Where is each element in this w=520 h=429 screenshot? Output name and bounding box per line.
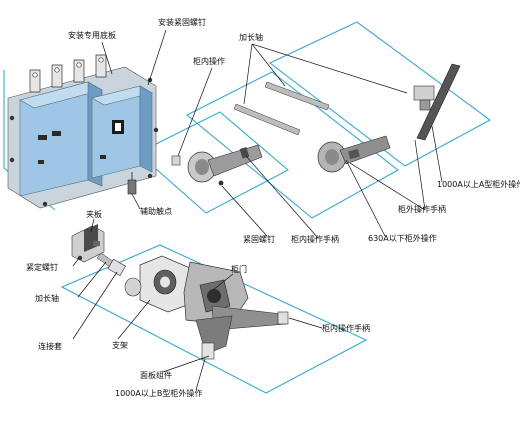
- label-fastening-screw: 紧固螺钉: [243, 234, 275, 244]
- leader-lines: [72, 29, 443, 391]
- label-cabinet-door: 柜门: [231, 264, 247, 274]
- in-cabinet-handle-middle: [171, 144, 263, 186]
- panel-1000a-a-type: [268, 21, 492, 167]
- label-in-cabinet-op-top: 柜内操作: [193, 56, 225, 66]
- label-mounting-screw: 安装紧固螺钉: [158, 17, 206, 27]
- label-extension-shaft-left: 加长轴: [35, 293, 59, 303]
- label-aux-contact: 辅助触点: [140, 206, 172, 216]
- label-mounting-base: 安装专用底板: [68, 30, 116, 40]
- label-panel-assembly: 面板组件: [140, 370, 172, 380]
- label-coupling: 连接套: [38, 341, 62, 351]
- extension-shaft-upper: [264, 81, 330, 111]
- clamp-plate-assembly: [71, 224, 105, 263]
- coupling-sleeve: [107, 258, 126, 277]
- label-bracket: 支架: [112, 340, 128, 350]
- panel-1000a-b-type: [60, 244, 368, 394]
- label-extension-shaft-top: 加长轴: [239, 32, 263, 42]
- label-outside-handle: 柜外操作手柄: [398, 204, 446, 214]
- extension-shaft-middle: [233, 103, 301, 136]
- 630a-outside-handle: [317, 135, 391, 173]
- in-cabinet-handle-lower: [195, 305, 289, 360]
- label-set-screw: 紧定螺钉: [26, 262, 58, 272]
- labels: 安装专用底板 安装紧固螺钉 加长轴 柜内操作 辅助触点 紧固螺钉 柜内操作手柄 …: [26, 17, 520, 398]
- label-b-type-above-1000: 1000A以上B型柜外操作: [115, 388, 202, 398]
- label-in-cabinet-handle-mid: 柜内操作手柄: [291, 234, 339, 244]
- switch-body: [7, 54, 159, 209]
- label-in-cabinet-handle-bottom: 柜内操作手柄: [322, 323, 370, 333]
- label-below-630a-outside: 630A以下柜外操作: [368, 233, 437, 243]
- a-type-outside-handle: [413, 63, 461, 141]
- label-clamp-plate: 夹板: [86, 209, 102, 219]
- label-a-type-above-1000: 1000A以上A型柜外操作: [437, 179, 520, 189]
- bracket: [124, 255, 191, 313]
- panel-in-cabinet-op: [137, 111, 289, 214]
